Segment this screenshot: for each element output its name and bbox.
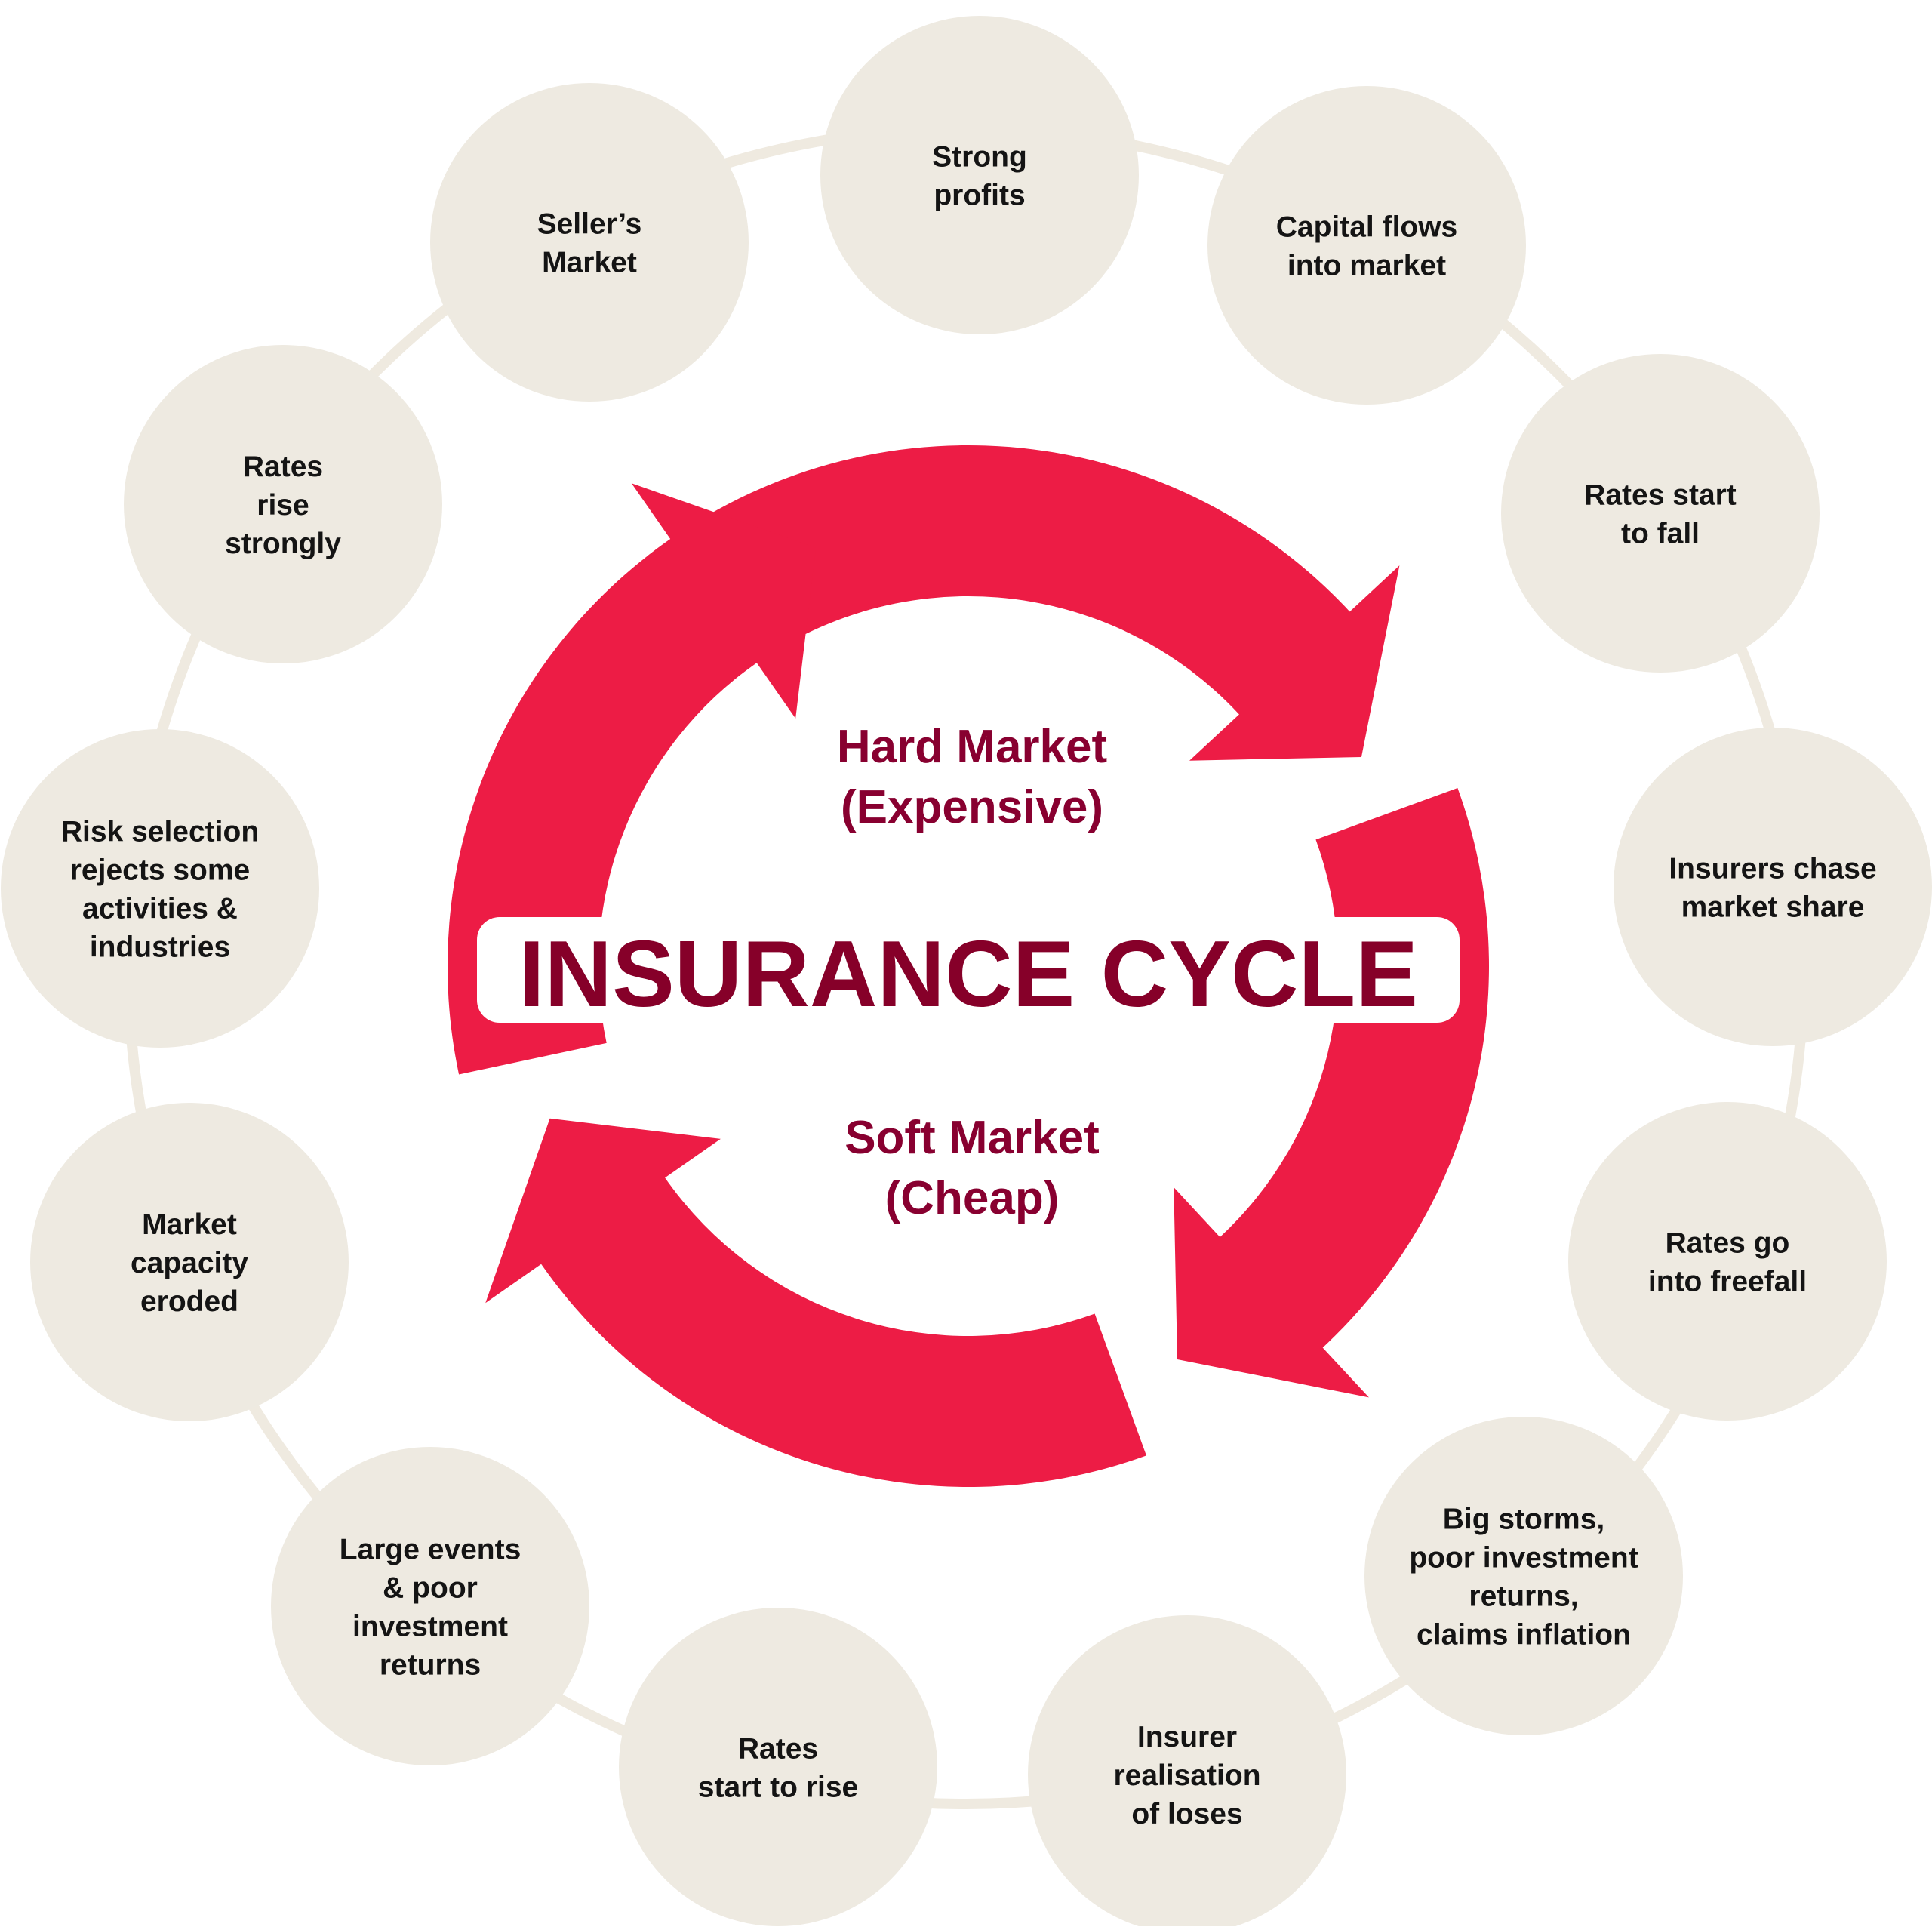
stage-label-line: Seller’s [537,208,642,241]
stage-circle [1,729,319,1048]
stage-label-line: eroded [140,1285,238,1318]
stage-circle [430,83,749,402]
stage-circle [820,16,1139,334]
stage-label-line: returns, [1469,1581,1578,1613]
arrow-top [648,445,1400,761]
stage-label-line: Rates start [1584,479,1737,512]
stage-circle [1364,1417,1683,1735]
stage-circle [271,1447,589,1765]
stage-label-line: Insurer [1137,1721,1237,1753]
stage-node-capital-flows-into-market: Capital flows into market [1208,86,1526,405]
stage-label-line: returns [380,1649,481,1682]
stage-node-strong-profits: Strong profits [820,16,1139,334]
stage-circle [1028,1615,1346,1930]
soft-market-label: Soft Market (Cheap) [844,1112,1100,1224]
stage-circle [1614,728,1932,1046]
stage-node-large-events: Large events & poor investment returns [271,1447,589,1765]
stage-label-line: Rates [738,1733,818,1765]
stage-circle [1501,354,1820,673]
stage-node-rates-rise-strongly: Rates rise strongly [124,345,442,663]
stage-label-line: activities & [82,893,238,925]
stage-label-line: strongly [225,528,341,560]
soft-market-subtitle: (Cheap) [885,1172,1060,1224]
stage-label-line: Market [142,1208,237,1241]
diagram-title: INSURANCE CYCLE [518,922,1418,1027]
stage-label-line: Insurers chase [1669,853,1876,885]
arrow-bottom [485,1118,1146,1487]
stage-node-risk-selection: Risk selection rejects some activities & in… [1,729,319,1048]
stage-label-line: start to rise [698,1771,858,1804]
stage-label-line: Strong [932,141,1027,174]
stage-node-rates-go-into-freefall: Rates go into freefall [1568,1102,1887,1421]
stage-label-line: rise [257,489,309,522]
stage-label-line: Rates [243,451,323,483]
stage-node-rates-start-to-fall: Rates start to fall [1501,354,1820,673]
stage-label-line: capacity [131,1247,248,1279]
stage-label-line: industries [90,931,230,964]
stage-node-rates-start-to-rise: Rates start to rise [619,1608,937,1926]
stage-label-line: Capital flows [1276,211,1458,244]
stage-circle [1568,1102,1887,1421]
stage-label-line: claims inflation [1417,1619,1631,1651]
stage-circle [30,1103,349,1421]
stage-label-line: into freefall [1648,1266,1807,1298]
arrow-right [1174,788,1490,1398]
stage-node-insurer-realisation-of-loses: Insurer realisation of loses [1028,1615,1346,1930]
soft-market-title: Soft Market [844,1112,1100,1164]
title-halo [477,917,1460,1023]
stage-node-market-capacity-eroded: Market capacity eroded [30,1103,349,1421]
stage-label-line: rejects some [70,854,250,887]
stage-label-line: Risk selection [61,816,259,848]
stage-label-line: Big storms, [1443,1504,1605,1536]
stage-label-line: profits [934,180,1025,212]
stage-node-big-storms: Big storms, poor investment returns, claims… [1364,1417,1683,1735]
stage-label-line: into market [1287,250,1446,282]
stage-label-line: market share [1681,891,1865,924]
hard-market-label: Hard Market (Expensive) [837,721,1107,833]
stage-label-line: poor investment [1409,1542,1638,1574]
stage-label-line: & poor [383,1572,478,1605]
stage-node-insurers-chase-market-share: Insurers chase market share [1614,728,1932,1046]
stage-label-line: realisation [1113,1759,1260,1792]
stage-label-line: Large events [340,1534,521,1566]
stage-circle [1208,86,1526,405]
stage-label-line: to fall [1621,518,1700,550]
stage-label-line: of loses [1131,1798,1242,1830]
hard-market-subtitle: (Expensive) [841,781,1103,833]
stage-label-line: Rates go [1666,1227,1790,1260]
stage-label-line: Market [542,247,637,279]
stage-circle [124,345,442,663]
hard-market-title: Hard Market [837,721,1107,773]
stage-circle [619,1608,937,1926]
stage-label-line: investment [352,1611,508,1643]
